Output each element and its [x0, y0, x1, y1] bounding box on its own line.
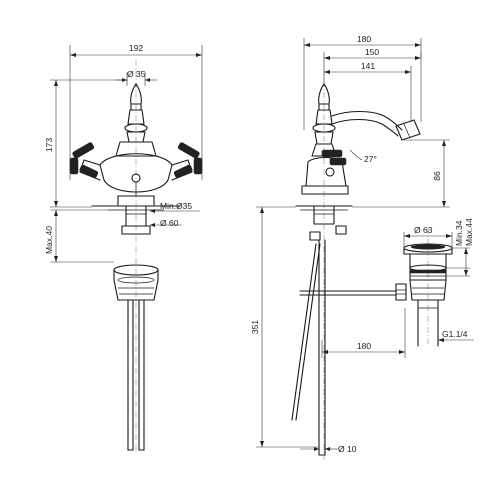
dim-thread: G1.1/4 [442, 329, 468, 339]
front-view: 192 Ø 35 173 Max.40 Min.Ø35 Ø 60 [44, 43, 203, 455]
dim-width: 192 [129, 43, 143, 53]
dim-flange-diameter: Ø 63 [414, 225, 433, 235]
dim-min-hole: Min.Ø35 [160, 201, 192, 211]
dim-base-diameter: Ø 60 [160, 218, 179, 228]
dim-max-thickness: Max.44 [464, 218, 474, 246]
dim-max-deck: Max.40 [44, 226, 54, 254]
dim-rod-length: 180 [357, 341, 371, 351]
dim-top-diameter: Ø 35 [127, 69, 146, 79]
dim-spout-height: 86 [432, 171, 442, 181]
dim-spout-angle: 27° [364, 154, 377, 164]
side-view: 27° 180 150 141 [250, 34, 450, 460]
dim-spout-inner: 141 [361, 61, 375, 71]
dim-spout-reach: 150 [365, 47, 379, 57]
dim-min-thickness: Min.34 [454, 220, 464, 246]
dim-total-height: 351 [250, 320, 260, 334]
dim-height: 173 [44, 138, 54, 152]
dim-tube-diameter: Ø 10 [338, 444, 357, 454]
dim-overall-reach: 180 [357, 34, 371, 44]
drain-detail: Ø 63 Min.34 Max.44 G1.1/4 [395, 218, 474, 347]
